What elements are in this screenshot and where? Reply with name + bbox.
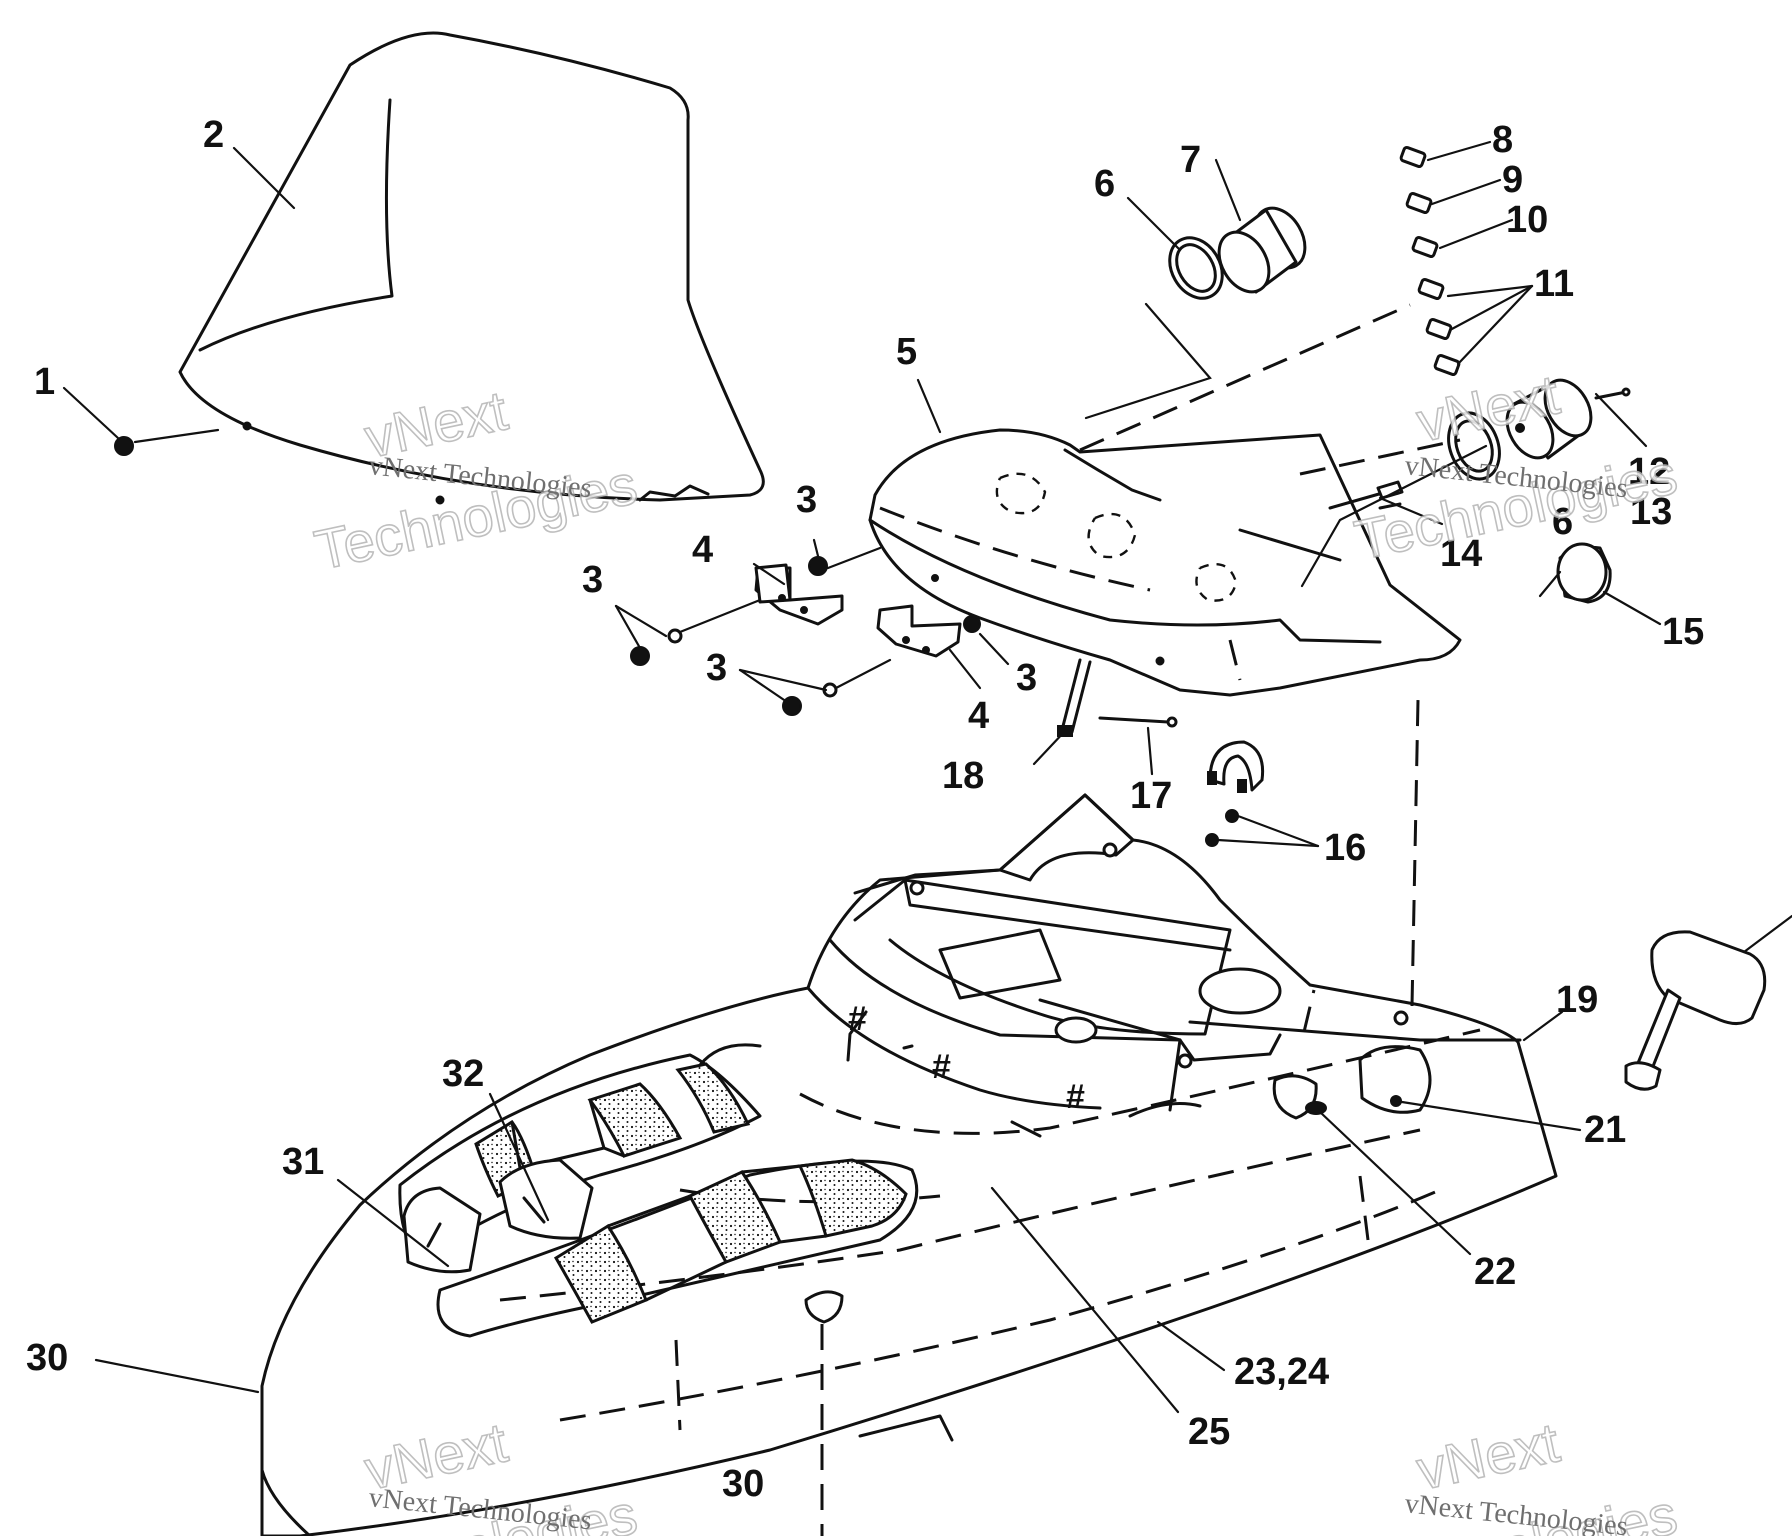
callout-1: 1: [34, 361, 55, 403]
callout-labels: 1 2 3 3 3 3 4 4 5 6 6 7 8 9 10 11 12 13 …: [26, 114, 1704, 1505]
callout-17: 17: [1130, 775, 1172, 817]
screw-1: [114, 428, 220, 456]
callout-22: 22: [1474, 1251, 1516, 1293]
callout-3-right: 3: [1016, 657, 1037, 699]
callout-12: 12: [1628, 451, 1670, 493]
watermark-word-7: vNext: [1411, 1410, 1565, 1501]
vent-slot-6: [797, 1158, 908, 1238]
pin-17: [1098, 716, 1178, 728]
callout-9: 9: [1502, 159, 1523, 201]
gauge-top: [1217, 206, 1307, 294]
callout-10: 10: [1506, 199, 1548, 241]
grille-31: [402, 1186, 482, 1274]
callout-18: 18: [942, 755, 984, 797]
leader-lines: [1084, 302, 1648, 598]
callout-19: 19: [1556, 979, 1598, 1021]
callout-2: 2: [203, 114, 224, 156]
hash-mark-3: #: [1066, 1078, 1085, 1116]
cable-18: [1057, 658, 1092, 737]
callout-25: 25: [1188, 1411, 1230, 1453]
callout-4-upper: 4: [692, 529, 713, 571]
clips: [1399, 146, 1461, 376]
callout-3-top: 3: [796, 479, 817, 521]
watermark-line-4: vNext Technologies: [1403, 1488, 1629, 1536]
callout-6-top: 6: [1094, 163, 1115, 205]
callout-7: 7: [1180, 139, 1201, 181]
callout-11: 11: [1534, 263, 1574, 305]
callout-5: 5: [896, 331, 917, 373]
bracket-upper: [754, 563, 844, 626]
hash-mark-2: #: [932, 1048, 951, 1086]
assembly-guide-lines: [674, 303, 1461, 1431]
callout-31: 31: [282, 1141, 324, 1183]
mirror: [1624, 914, 1792, 1091]
callout-14: 14: [1440, 533, 1482, 575]
hash-mark-1: #: [848, 1000, 867, 1038]
callout-30-bottom: 30: [722, 1463, 764, 1505]
gauge-right: [1505, 378, 1593, 460]
screw-14: [1328, 480, 1404, 510]
callout-leaders: [62, 140, 1662, 1414]
callout-8: 8: [1492, 119, 1513, 161]
callout-3-left: 3: [582, 559, 603, 601]
callout-6-right: 6: [1552, 501, 1573, 543]
gauge-ring-right: [1447, 411, 1501, 481]
callout-13: 13: [1630, 491, 1672, 533]
callout-21: 21: [1584, 1109, 1626, 1151]
vent-slot-3: [675, 1062, 751, 1134]
indicator-bulb: [1556, 542, 1612, 604]
bracket-lower: [876, 604, 962, 658]
vent-slot-2: [587, 1082, 683, 1158]
callout-4-lower: 4: [968, 695, 989, 737]
callout-16: 16: [1324, 827, 1366, 869]
callout-3-bottom: 3: [706, 647, 727, 689]
hood: # # #: [260, 793, 1558, 1536]
screw-12: [1594, 387, 1631, 400]
callout-30-left: 30: [26, 1337, 68, 1379]
callout-15: 15: [1662, 611, 1704, 653]
instrument-panel: [868, 428, 1462, 697]
windshield: [178, 31, 765, 505]
gauge-ring-top: [1168, 236, 1224, 300]
harness-clip: [1207, 740, 1265, 793]
callout-23-24: 23,24: [1234, 1351, 1329, 1393]
callout-32: 32: [442, 1053, 484, 1095]
grille-32: [498, 1158, 594, 1240]
